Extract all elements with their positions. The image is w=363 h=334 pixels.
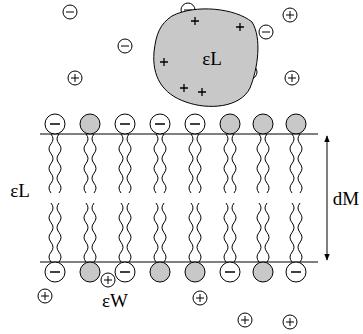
membrane-top bbox=[40, 134, 318, 135]
particle-shape bbox=[154, 9, 258, 106]
plus-sign bbox=[241, 316, 249, 324]
lipid-head bbox=[80, 262, 100, 282]
lipid-head bbox=[185, 262, 205, 282]
lipid-head bbox=[115, 114, 135, 134]
cation bbox=[283, 8, 297, 22]
lipid-tail bbox=[57, 203, 61, 262]
lipid-tail bbox=[189, 203, 193, 262]
lipid-tail bbox=[92, 134, 96, 193]
lipid-tail bbox=[154, 134, 158, 193]
lipid-head bbox=[45, 114, 65, 134]
lipid-tail bbox=[265, 134, 269, 193]
thickness-arrow bbox=[327, 136, 328, 260]
lipid-tail bbox=[57, 134, 61, 193]
lipid-tail bbox=[162, 134, 166, 193]
minus-sign bbox=[291, 271, 301, 273]
lipid-head bbox=[253, 114, 273, 134]
lipid-tail bbox=[290, 134, 294, 193]
lipid-head bbox=[220, 114, 240, 134]
lipid-tail bbox=[257, 134, 261, 193]
lipid-tail bbox=[119, 134, 123, 193]
cation bbox=[283, 315, 297, 329]
cation bbox=[238, 313, 252, 327]
lipid-tail bbox=[257, 203, 261, 262]
cation bbox=[193, 291, 207, 305]
lipid-tail bbox=[232, 203, 236, 262]
lipid-head bbox=[80, 114, 100, 134]
lipid-tail bbox=[197, 203, 201, 262]
lipid-tail bbox=[232, 134, 236, 193]
cation bbox=[101, 273, 115, 287]
lipid-tail bbox=[224, 134, 228, 193]
lipid-tail bbox=[265, 203, 269, 262]
lipid-tail bbox=[49, 134, 53, 193]
lipid-tail bbox=[197, 134, 201, 193]
lipid-head bbox=[185, 114, 205, 134]
minus-sign bbox=[225, 271, 235, 273]
lipid-tail bbox=[84, 203, 88, 262]
plus-sign bbox=[288, 74, 296, 82]
lipid-head bbox=[45, 262, 65, 282]
minus-sign bbox=[262, 32, 270, 33]
anion bbox=[259, 25, 273, 39]
permittivity-label: εL bbox=[202, 49, 222, 68]
lipid-tail bbox=[224, 203, 228, 262]
lipid-head bbox=[286, 114, 306, 134]
lipid-tail bbox=[84, 134, 88, 193]
plus-sign bbox=[41, 292, 49, 300]
cation bbox=[285, 71, 299, 85]
cation bbox=[68, 71, 82, 85]
lipid-head bbox=[220, 262, 240, 282]
minus-sign bbox=[121, 46, 129, 47]
plus-sign bbox=[286, 11, 294, 19]
minus-sign bbox=[66, 12, 74, 13]
cation bbox=[38, 289, 52, 303]
plus-sign bbox=[71, 74, 79, 82]
lipid-tail bbox=[162, 203, 166, 262]
minus-sign bbox=[50, 123, 60, 125]
lipid-tail bbox=[290, 203, 294, 262]
thickness-label: dM bbox=[333, 189, 359, 208]
plus-sign bbox=[286, 318, 294, 326]
lipid-tail bbox=[92, 203, 96, 262]
lipid-tail bbox=[298, 203, 302, 262]
plus-sign bbox=[196, 294, 204, 302]
lipid-tail bbox=[119, 203, 123, 262]
minus-sign bbox=[120, 123, 130, 125]
lipid-tail bbox=[154, 203, 158, 262]
lipid-tail bbox=[189, 134, 193, 193]
permittivity-label: εL bbox=[10, 181, 30, 200]
membrane-bottom bbox=[40, 262, 318, 263]
anion bbox=[63, 5, 77, 19]
lipid-head bbox=[150, 262, 170, 282]
lipid-head bbox=[253, 262, 273, 282]
plus-sign bbox=[104, 276, 112, 284]
minus-sign bbox=[50, 271, 60, 273]
lipid-tail bbox=[49, 203, 53, 262]
lipid-tail bbox=[127, 134, 131, 193]
minus-sign bbox=[155, 123, 165, 125]
minus-sign bbox=[120, 271, 130, 273]
lipid-head bbox=[150, 114, 170, 134]
anion bbox=[118, 39, 132, 53]
permittivity-label: εW bbox=[102, 291, 128, 310]
charged-particle: εL bbox=[150, 6, 260, 110]
lipid-tail bbox=[127, 203, 131, 262]
lipid-tail bbox=[298, 134, 302, 193]
lipid-head bbox=[286, 262, 306, 282]
lipid-head bbox=[115, 262, 135, 282]
minus-sign bbox=[190, 123, 200, 125]
